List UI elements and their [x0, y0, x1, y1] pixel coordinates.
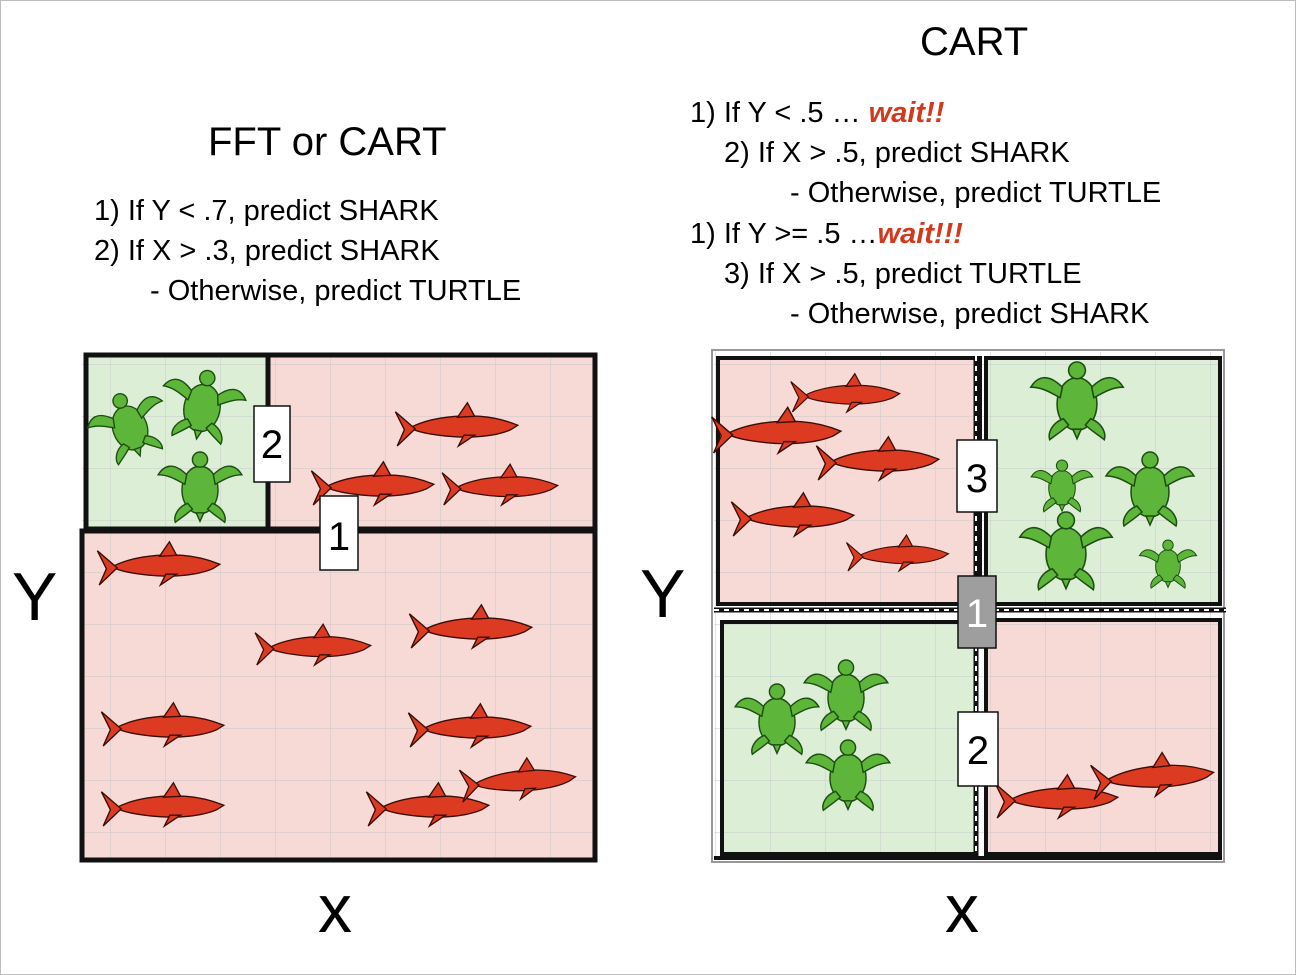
right-rule-4: 1) If Y >= .5 …wait!!! [690, 218, 963, 251]
right-board: 3 1 2 [710, 349, 1226, 863]
right-rule-6: - Otherwise, predict SHARK [790, 298, 1150, 330]
left-board: 2 1 [79, 352, 598, 863]
left-rule-3: - Otherwise, predict TURTLE [150, 275, 522, 307]
right-rule-5: 3) If X > .5, predict TURTLE [724, 258, 1082, 290]
right-split-3-label: 3 [966, 457, 988, 501]
right-rule-2: 2) If X > .5, predict SHARK [724, 137, 1070, 169]
right-split-3-box [956, 439, 998, 513]
right-rule-1: 1) If Y < .5 … wait!! [690, 97, 944, 130]
right-split-1-label: 1 [966, 592, 988, 636]
left-split-2-label: 2 [261, 423, 283, 467]
right-split-2-box [957, 711, 999, 787]
right-split-1-box [957, 575, 997, 649]
right-rule-4-text: 1) If Y >= .5 … [690, 218, 878, 250]
right-rule-3: - Otherwise, predict TURTLE [790, 177, 1162, 209]
right-rule-4-wait: wait!!! [877, 218, 963, 250]
left-y-axis-label: Y [12, 559, 58, 635]
left-split-2-box [253, 405, 291, 483]
right-rule-1-wait: wait!! [868, 97, 945, 129]
right-outer-frame [711, 349, 1225, 863]
right-title: CART [920, 20, 1029, 64]
left-split-1-box [319, 495, 359, 571]
left-split-1-label: 1 [328, 515, 350, 559]
left-rule-1: 1) If Y < .7, predict SHARK [94, 195, 439, 227]
left-rule-2: 2) If X > .3, predict SHARK [94, 235, 440, 267]
left-x-axis-label: x [318, 871, 352, 947]
right-y-axis-label: Y [640, 556, 686, 632]
left-title: FFT or CART [208, 120, 447, 164]
right-x-axis-label: x [945, 871, 979, 947]
right-split-2-label: 2 [967, 729, 989, 773]
right-rule-1-text: 1) If Y < .5 … [690, 97, 869, 129]
